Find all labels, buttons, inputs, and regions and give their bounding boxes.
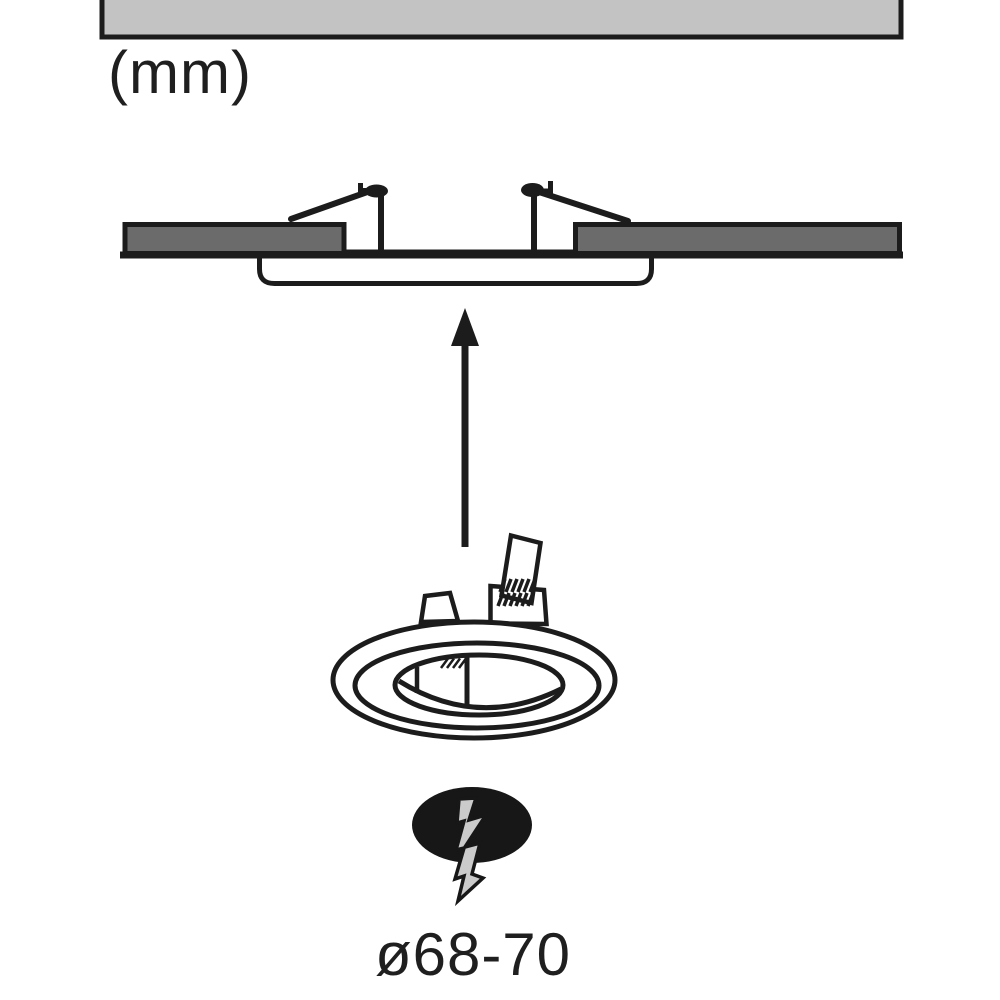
left-ceiling-panel xyxy=(122,222,347,256)
right-clip-arm xyxy=(531,188,631,258)
cutout-diameter-label: ø68-70 xyxy=(374,921,572,988)
insertion-arrow xyxy=(451,308,479,547)
unit-label: (mm) xyxy=(108,39,252,106)
left-clip-pivot xyxy=(365,184,388,198)
left-spring-clip xyxy=(288,183,388,258)
clip-spring-teeth-hatch xyxy=(496,578,537,607)
arrow-shaft xyxy=(461,344,469,547)
arrow-head xyxy=(451,308,479,346)
ceiling-cross-section xyxy=(120,181,903,286)
reflector-hatch-marks xyxy=(439,657,468,669)
right-ceiling-panel xyxy=(573,222,902,256)
fixture-flange xyxy=(257,249,654,286)
saw-blade-icon xyxy=(452,796,491,907)
downlight-fixture xyxy=(330,532,618,741)
right-spring-clip xyxy=(521,181,631,258)
fixture-clip-rear xyxy=(418,590,461,625)
ceiling-bar xyxy=(99,0,904,40)
cutout-symbol xyxy=(412,787,532,907)
right-clip-pivot xyxy=(521,183,544,197)
